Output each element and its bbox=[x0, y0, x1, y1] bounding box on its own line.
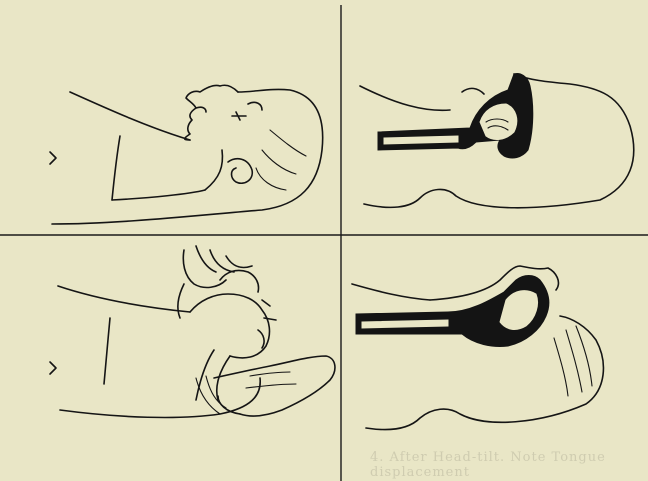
panel-bottom-right-section-tilt bbox=[352, 266, 603, 430]
panel-top-left-external-head bbox=[50, 85, 323, 224]
panel-top-right-section bbox=[360, 74, 634, 208]
panel-bottom-left-external-head-tilt bbox=[50, 246, 335, 417]
